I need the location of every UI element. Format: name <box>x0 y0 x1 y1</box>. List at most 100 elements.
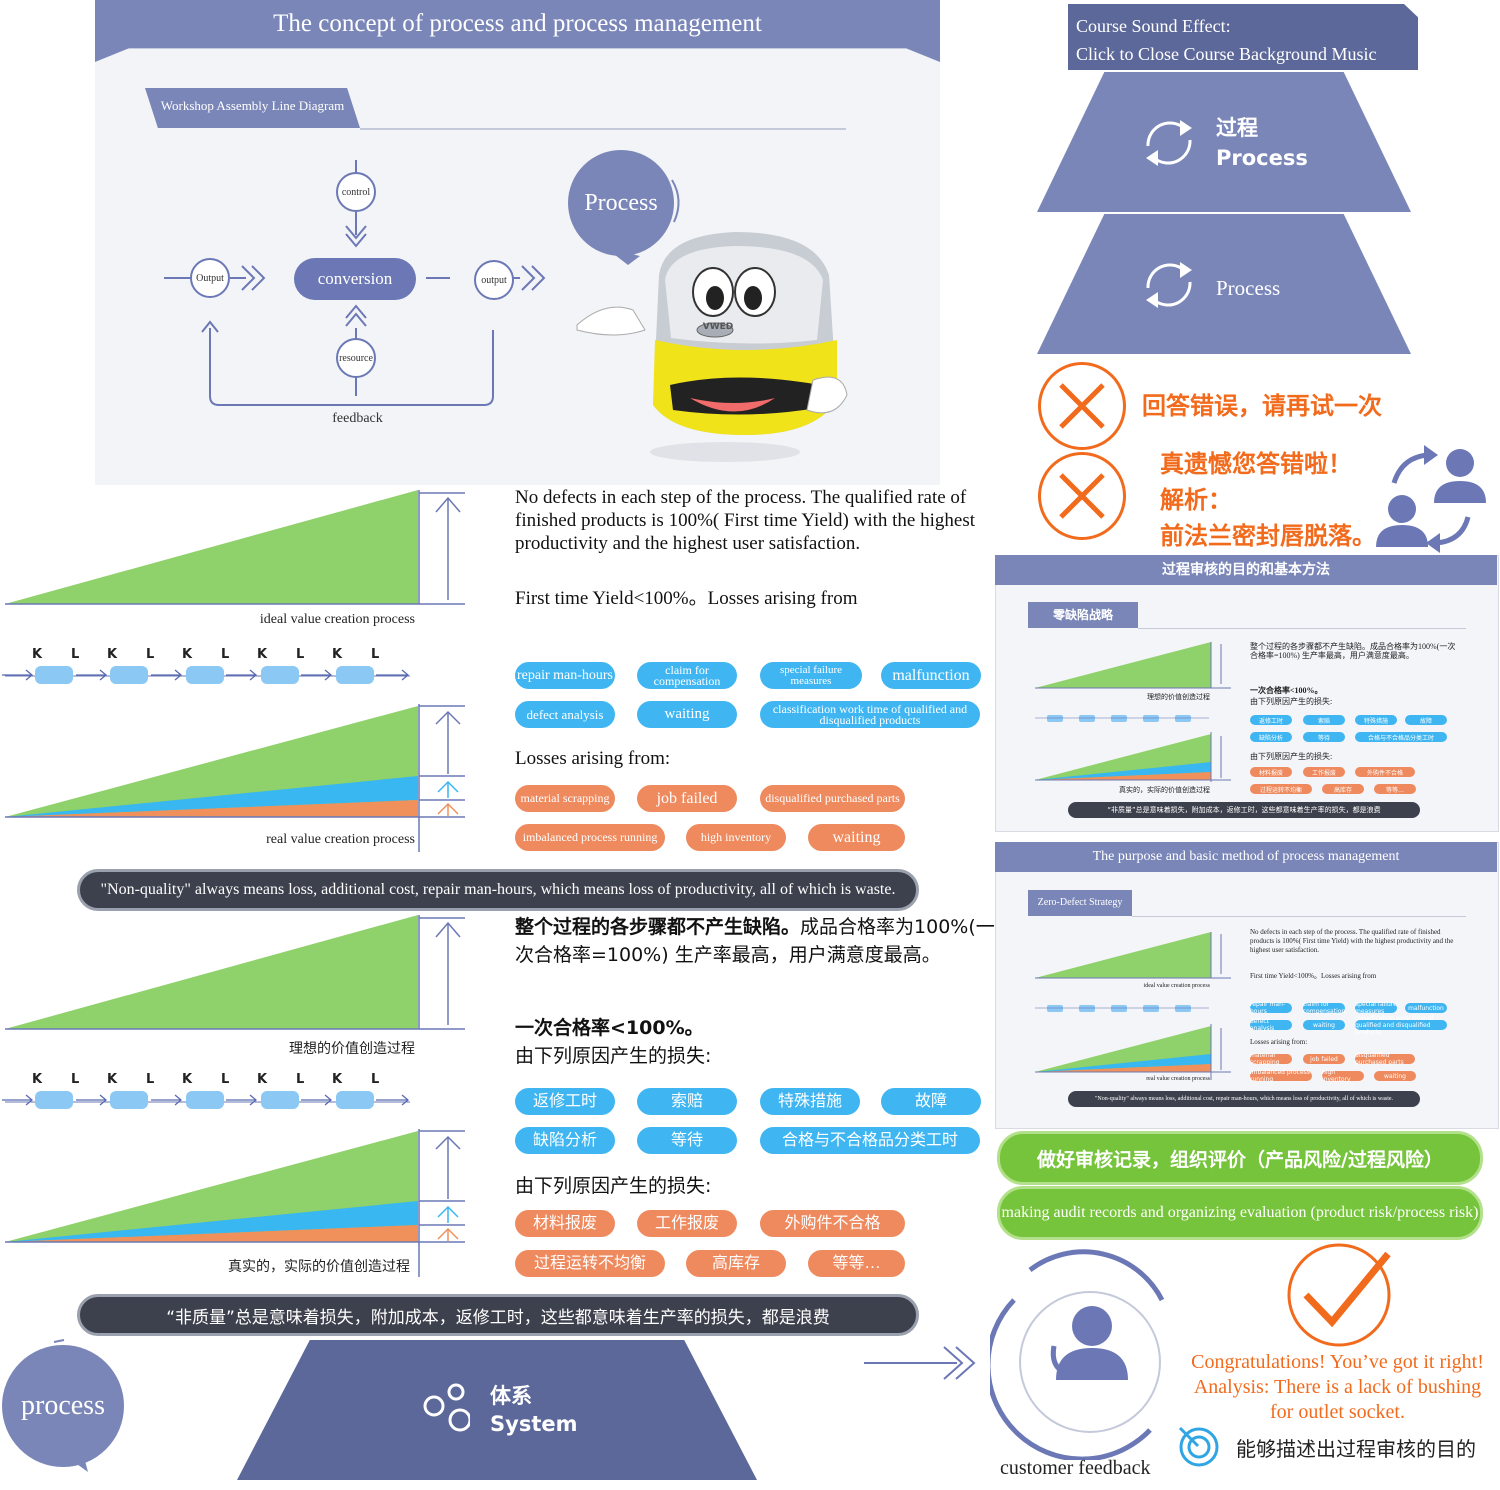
bus-mascot-icon <box>576 232 848 462</box>
thumbnail-chart-en <box>1035 932 1231 1080</box>
audit-records-button-cn[interactable]: 做好审核记录，组织评价（产品风险/过程风险） <box>997 1131 1483 1185</box>
nav-process-cn-button[interactable] <box>1037 72 1411 212</box>
loss-pill[interactable]: 等待 <box>637 1127 737 1154</box>
kl-letter: K <box>32 1072 43 1087</box>
kl-letter: K <box>257 1072 268 1087</box>
loss-pill[interactable]: classification work time of qualified an… <box>760 701 980 728</box>
loss-pill[interactable]: repair man-hours <box>515 662 615 689</box>
thumb-pill: repair man-hours <box>1250 1001 1292 1015</box>
output-node: output <box>474 260 514 300</box>
thumb-para2: First time Yield<100%。Losses arising fro… <box>1250 972 1377 980</box>
loss-pill[interactable]: 合格与不合格品分类工时 <box>760 1127 980 1154</box>
loss-pill[interactable]: defect analysis <box>515 701 615 728</box>
thumb-pill: 工作报废 <box>1303 767 1345 777</box>
loss-pill[interactable]: 索赔 <box>637 1088 737 1115</box>
non-quality-banner-en: "Non-quality" always means loss, additio… <box>77 869 919 911</box>
loss-pill[interactable]: waiting <box>637 701 737 728</box>
loss-pill[interactable]: 材料报废 <box>515 1210 615 1237</box>
loss-pill[interactable]: 等等… <box>808 1250 905 1277</box>
thumb-para1: 整个过程的各步骤都不产生缺陷。成品合格率为100%(一次合格率=100%) 生产… <box>1250 642 1456 660</box>
thumb-pill: claim for compensation <box>1302 1001 1346 1015</box>
kl-letter: L <box>296 1072 305 1087</box>
thumb-pill: 过程运转不均衡 <box>1250 784 1312 794</box>
loss-pill[interactable]: 外购件不合格 <box>760 1210 905 1237</box>
control-node: control <box>336 172 376 212</box>
customer-feedback-label: customer feedback <box>1000 1457 1151 1479</box>
nav-process-cn-label: 过程 <box>1216 116 1258 140</box>
process-step-box <box>110 666 148 684</box>
process-speech-bubble: Process <box>568 150 674 256</box>
loss-pill[interactable]: job failed <box>637 785 737 812</box>
thumbnail-tab-underline <box>1138 628 1466 629</box>
thumb-pill: job failed <box>1303 1054 1345 1064</box>
real-process-label: real value creation process <box>266 832 415 847</box>
customer-feedback-icon[interactable] <box>990 1240 1180 1460</box>
bus-logo: VWED <box>702 322 734 332</box>
loss-pill[interactable]: 高库存 <box>686 1250 786 1277</box>
thumb-ideal-label: 理想的价值创造过程 <box>1147 693 1210 701</box>
loss-pill[interactable]: 故障 <box>881 1088 981 1115</box>
close-music-link[interactable]: Click to Close Course Background Music <box>1076 44 1377 64</box>
kl-letter: K <box>107 1072 118 1087</box>
input-node: Output <box>190 258 230 298</box>
loss-pill[interactable]: 缺陷分析 <box>515 1127 615 1154</box>
nav-system-en-label: System <box>490 1412 578 1436</box>
learning-objective: 能够描述出过程审核的目的 <box>1236 1437 1476 1461</box>
thumb-para2: 一次合格率<100%。 <box>1250 686 1323 695</box>
loss-pill[interactable]: 过程运转不均衡 <box>515 1250 665 1277</box>
thumbnail-tab-en: Zero-Defect Strategy <box>1028 890 1132 916</box>
kl-letter: K <box>257 647 268 662</box>
loss-pill[interactable]: waiting <box>808 824 905 851</box>
thumb-pill: 返修工时 <box>1250 715 1292 725</box>
loss-pill[interactable]: 特殊措施 <box>760 1088 860 1115</box>
process-step-box <box>186 666 224 684</box>
thumb-pill: classification work time of qualified an… <box>1355 1015 1447 1036</box>
sound-toggle-button[interactable]: Course Sound Effect: Click to Close Cour… <box>1068 4 1418 70</box>
loss-pill[interactable]: disqualified purchased parts <box>760 785 905 812</box>
gears-icon <box>423 1383 470 1432</box>
kl-letter: K <box>182 647 193 662</box>
process-step-box <box>336 666 374 684</box>
wrong-answer-message: 回答错误，请再试一次 <box>1142 392 1382 420</box>
refresh-cycle-icon <box>1146 120 1192 166</box>
loss-pill[interactable]: malfunction <box>881 662 981 689</box>
feedback-label: feedback <box>332 411 383 426</box>
nav-system-button[interactable] <box>237 1340 757 1480</box>
process-bubble: process <box>2 1345 124 1467</box>
loss-pill[interactable]: 返修工时 <box>515 1088 615 1115</box>
process-step-box <box>336 1091 374 1109</box>
slide-thumbnail-en[interactable] <box>995 842 1499 1129</box>
ideal-process-label: ideal value creation process <box>259 612 415 627</box>
kl-sequence-arrows <box>2 1094 410 1106</box>
nav-process-button[interactable] <box>1037 214 1411 354</box>
value-creation-charts-cn <box>5 915 465 1277</box>
thumb-pill: special failure measures <box>1355 1001 1397 1015</box>
thumb-ideal-label: ideal value creation process <box>1143 983 1210 989</box>
correct-check-icon <box>1287 1243 1391 1347</box>
thumb-pill: malfunction <box>1405 1003 1447 1013</box>
process-step-box <box>110 1091 148 1109</box>
kl-sequence-arrows <box>2 669 410 681</box>
loss-pill[interactable]: imbalanced process running <box>515 824 665 851</box>
kl-letter: K <box>107 647 118 662</box>
thumb-pill: material scrapping <box>1250 1052 1292 1066</box>
loss-pill[interactable]: high inventory <box>686 824 786 851</box>
loss-pill[interactable]: claim for compensation <box>637 662 737 689</box>
kl-letter: L <box>146 1072 155 1087</box>
loss-pill[interactable]: special failure measures <box>760 662 862 689</box>
thumbnail-tab-underline <box>1132 916 1466 917</box>
first-time-yield-text-cn: 一次合格率<100%。由下列原因产生的损失: <box>515 1017 712 1067</box>
thumb-real-label: real value creation process <box>1146 1076 1210 1082</box>
thumb-para3: 由下列原因产生的损失: <box>1250 697 1333 706</box>
tab-label: Workshop Assembly Line Diagram <box>160 98 345 113</box>
thumb-para4: 由下列原因产生的损失: <box>1250 752 1333 761</box>
arrow-right-icon <box>864 1346 976 1380</box>
tab-label-bar <box>145 88 360 128</box>
resource-node: resource <box>336 338 376 378</box>
audit-records-button-en[interactable]: making audit records and organizing eval… <box>997 1186 1483 1240</box>
thumbnail-chart-cn <box>1035 642 1231 782</box>
loss-pill[interactable]: material scrapping <box>515 785 615 812</box>
loss-pill[interactable]: 工作报废 <box>637 1210 737 1237</box>
kl-letter: L <box>71 1072 80 1087</box>
thumb-para3: Losses arising from: <box>1250 1038 1308 1046</box>
